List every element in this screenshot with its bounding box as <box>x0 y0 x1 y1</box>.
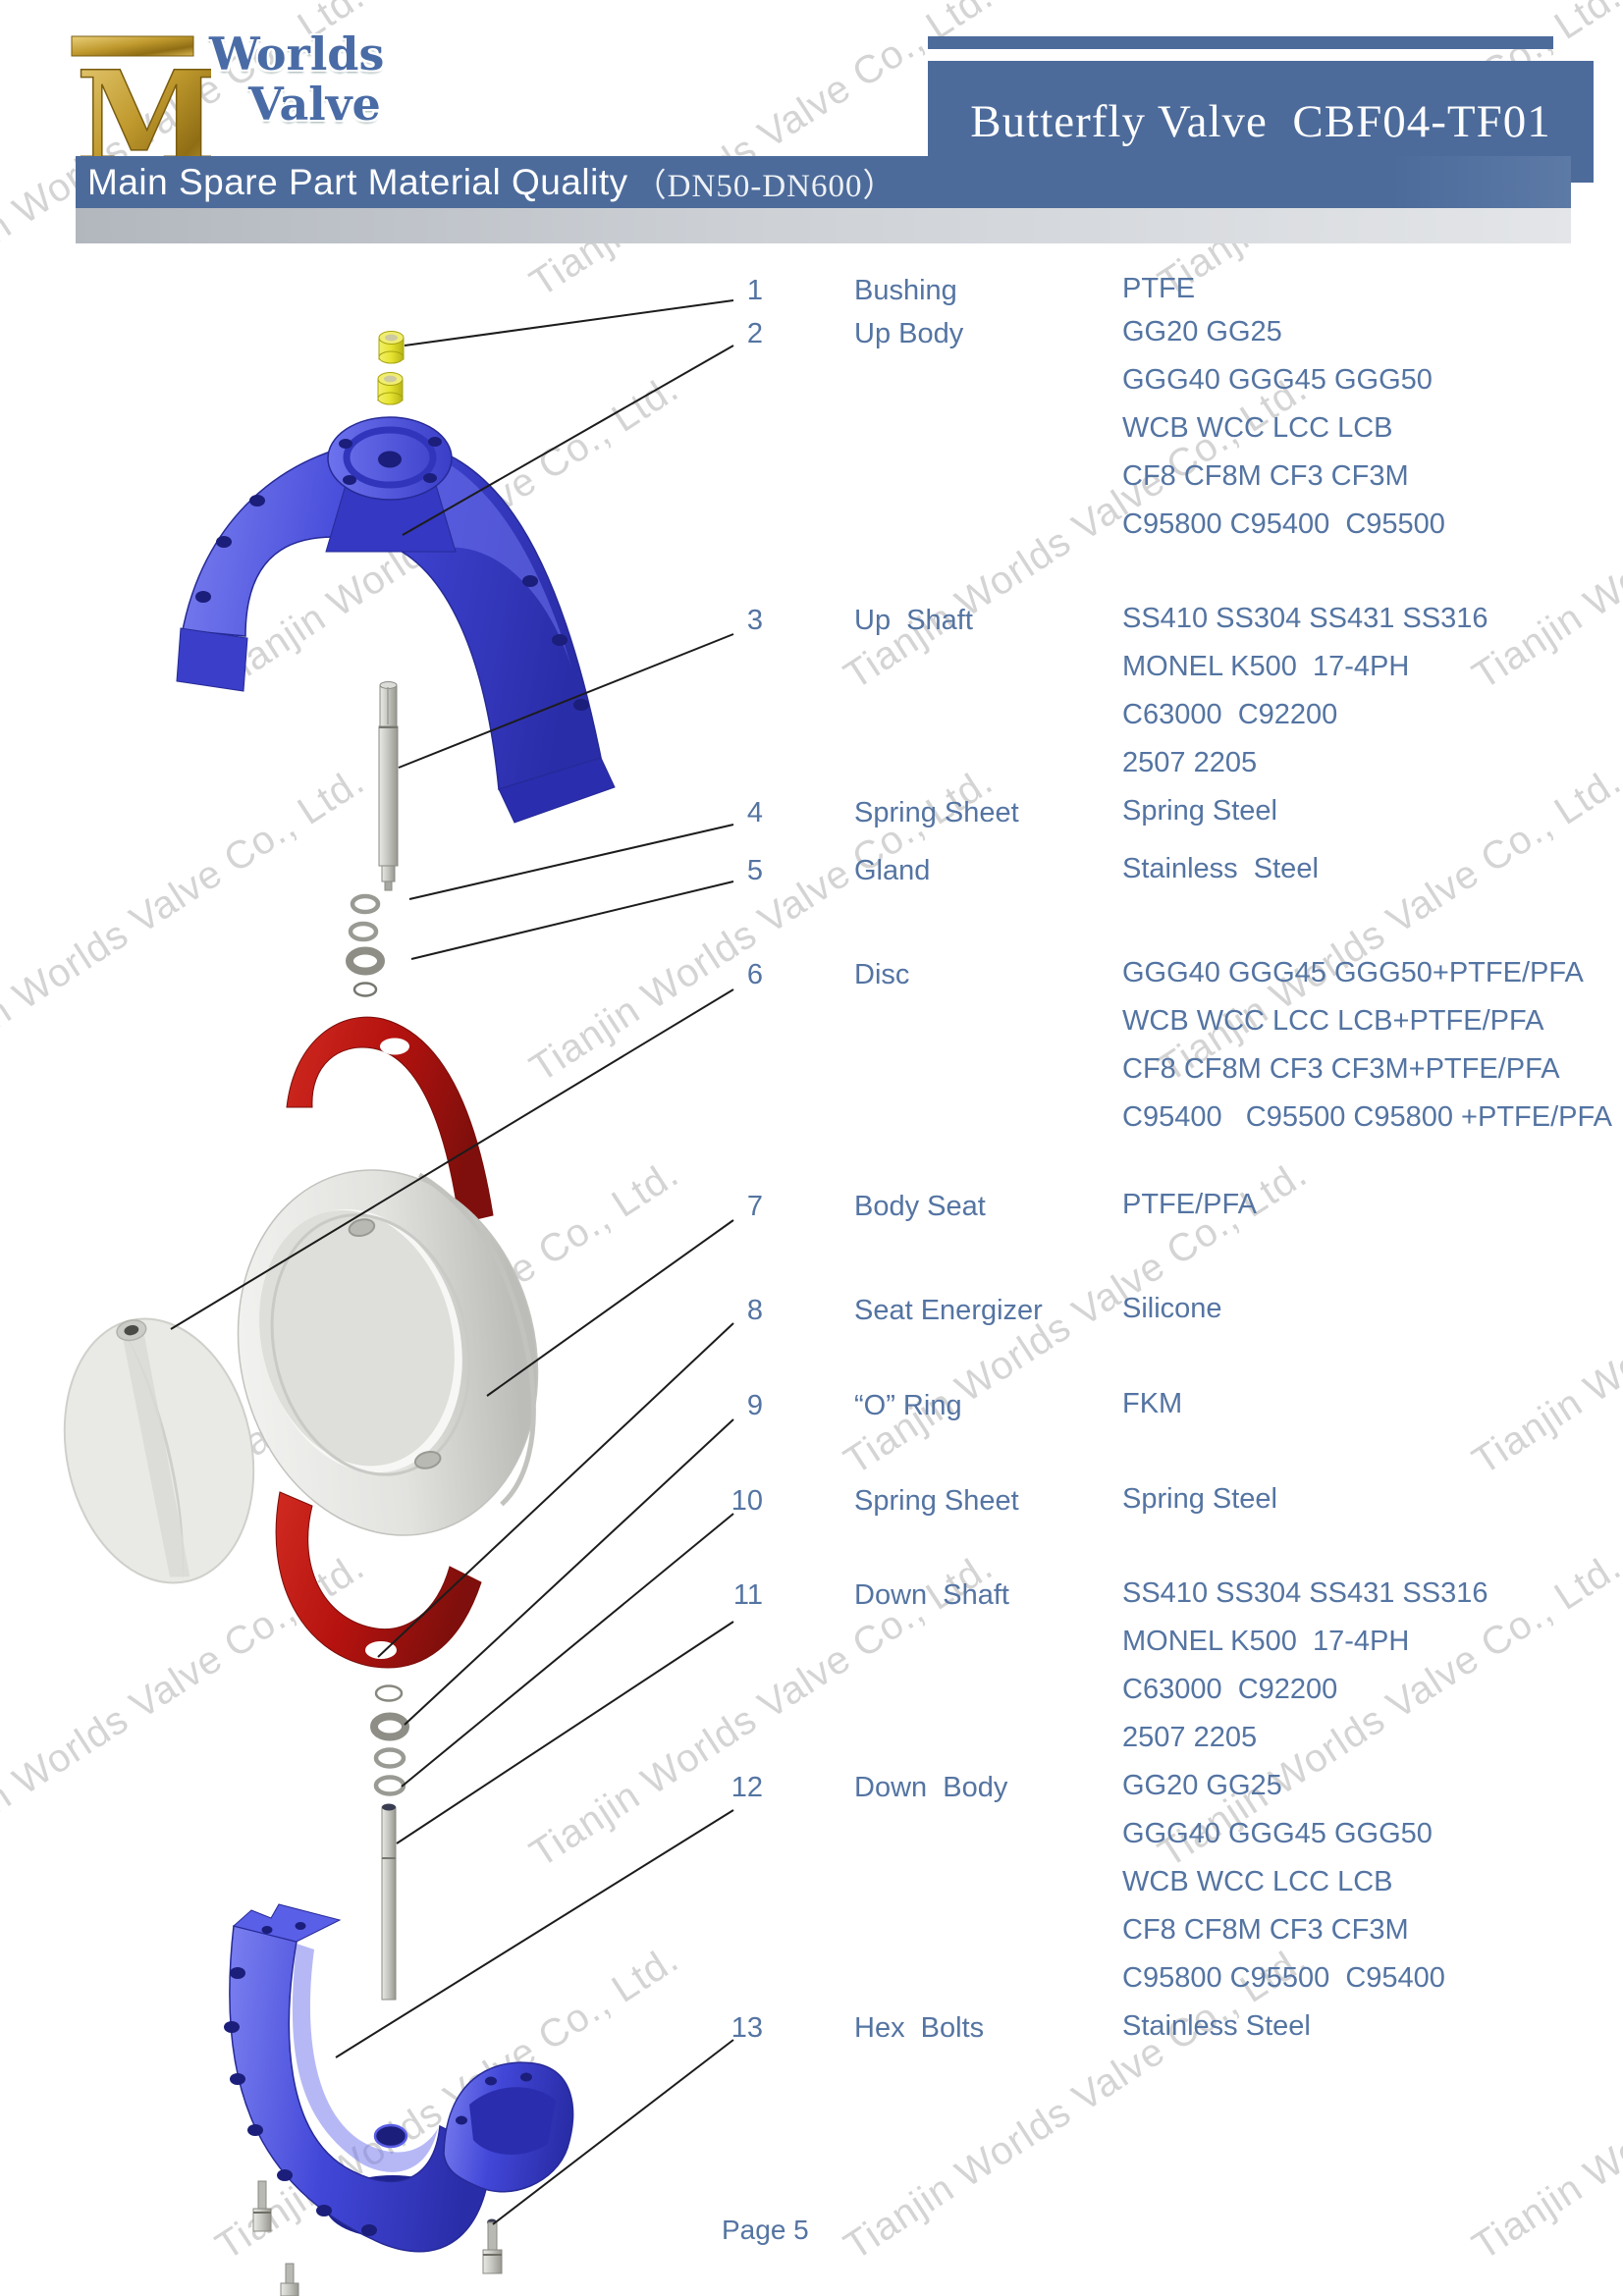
material-line: Stainless Steel <box>1122 2010 1311 2042</box>
material-line: Stainless Steel <box>1122 853 1319 884</box>
part-materials: Stainless Steel <box>1122 2002 1594 2051</box>
section-subtitle-strip <box>76 208 1571 243</box>
material-line: GG20 GG25 <box>1122 316 1282 347</box>
material-line: FKM <box>1122 1388 1183 1419</box>
material-line: GGG40 GGG45 GGG50 <box>1122 1818 1433 1849</box>
part-materials: PTFE <box>1122 265 1594 313</box>
material-line: Spring Steel <box>1122 795 1277 827</box>
part-name: “O” Ring <box>854 1390 962 1421</box>
material-line: C95400 C95500 C95800 +PTFE/PFA <box>1122 1101 1612 1133</box>
part-name: Seat Energizer <box>854 1295 1043 1326</box>
material-line: WCB WCC LCC LCB+PTFE/PFA <box>1122 1005 1544 1037</box>
material-line: C63000 C92200 <box>1122 1674 1338 1705</box>
part-materials: Spring Steel <box>1122 787 1594 835</box>
material-line: SS410 SS304 SS431 SS316 <box>1122 1577 1488 1609</box>
section-title-bar: Main Spare Part Material Quality （DN50-D… <box>76 156 1571 208</box>
material-line: 2507 2205 <box>1122 747 1258 778</box>
part-materials: GGG40 GGG45 GGG50+PTFE/PFA WCB WCC LCC LC… <box>1122 949 1612 1142</box>
part-number: 3 <box>746 605 763 636</box>
part-name: Gland <box>854 855 931 886</box>
part-name: Spring Sheet <box>854 797 1019 828</box>
material-line: PTFE/PFA <box>1122 1189 1257 1220</box>
material-line: C95800 C95500 C95400 <box>1122 1962 1445 1994</box>
part-number: 7 <box>746 1191 763 1222</box>
part-number: 1 <box>746 275 763 306</box>
material-line: GGG40 GGG45 GGG50+PTFE/PFA <box>1122 957 1584 988</box>
material-line: Silicone <box>1122 1293 1222 1324</box>
logo-line1: Worlds <box>209 27 385 80</box>
part-number: 11 <box>732 1579 763 1611</box>
material-line: MONEL K500 17-4PH <box>1122 651 1410 682</box>
part-name: Up Body <box>854 318 964 349</box>
material-line: SS410 SS304 SS431 SS316 <box>1122 603 1488 634</box>
part-name: Disc <box>854 959 910 990</box>
material-line: PTFE <box>1122 273 1196 304</box>
material-line: CF8 CF8M CF3 CF3M+PTFE/PFA <box>1122 1053 1560 1085</box>
material-line: 2507 2205 <box>1122 1722 1258 1753</box>
part-number: 13 <box>730 2012 763 2044</box>
logo-wordmark: Worlds Valve <box>209 29 464 129</box>
material-line: WCB WCC LCC LCB <box>1122 1866 1393 1897</box>
part-materials: Silicone <box>1122 1285 1594 1333</box>
part-number: 2 <box>746 318 763 349</box>
part-name: Down Shaft <box>854 1579 1009 1611</box>
section-range: （DN50-DN600） <box>633 168 896 204</box>
part-name: Hex Bolts <box>854 2012 985 2044</box>
material-line: C95800 C95400 C95500 <box>1122 508 1445 540</box>
page-number: Page 5 <box>722 2215 809 2245</box>
material-line: GGG40 GGG45 GGG50 <box>1122 364 1433 396</box>
part-number: 6 <box>746 959 763 990</box>
part-name: Body Seat <box>854 1191 986 1222</box>
part-materials: PTFE/PFA <box>1122 1181 1594 1229</box>
section-title: Main Spare Part Material Quality <box>87 161 628 202</box>
material-line: MONEL K500 17-4PH <box>1122 1626 1410 1657</box>
part-number: 5 <box>746 855 763 886</box>
material-line: CF8 CF8M CF3 CF3M <box>1122 1914 1409 1946</box>
material-line: CF8 CF8M CF3 CF3M <box>1122 460 1409 492</box>
part-name: Down Body <box>854 1772 1008 1803</box>
part-number: 8 <box>746 1295 763 1326</box>
part-name: Up Shaft <box>854 605 973 636</box>
part-number: 9 <box>746 1390 763 1421</box>
product-title: Butterfly Valve CBF04-TF01 <box>970 96 1551 147</box>
part-name: Spring Sheet <box>854 1485 1019 1517</box>
material-line: C63000 C92200 <box>1122 699 1338 730</box>
material-line: Spring Steel <box>1122 1483 1277 1515</box>
material-line: WCB WCC LCC LCB <box>1122 412 1393 444</box>
title-top-rule <box>928 36 1553 49</box>
part-name: Bushing <box>854 275 957 306</box>
part-materials: FKM <box>1122 1380 1594 1428</box>
logo-line2: Valve <box>248 77 381 131</box>
material-line: GG20 GG25 <box>1122 1770 1282 1801</box>
part-materials: Stainless Steel <box>1122 845 1594 893</box>
part-materials: Spring Steel <box>1122 1475 1594 1523</box>
part-number: 4 <box>746 797 763 828</box>
part-number: 10 <box>730 1485 763 1517</box>
part-number: 12 <box>730 1772 763 1803</box>
